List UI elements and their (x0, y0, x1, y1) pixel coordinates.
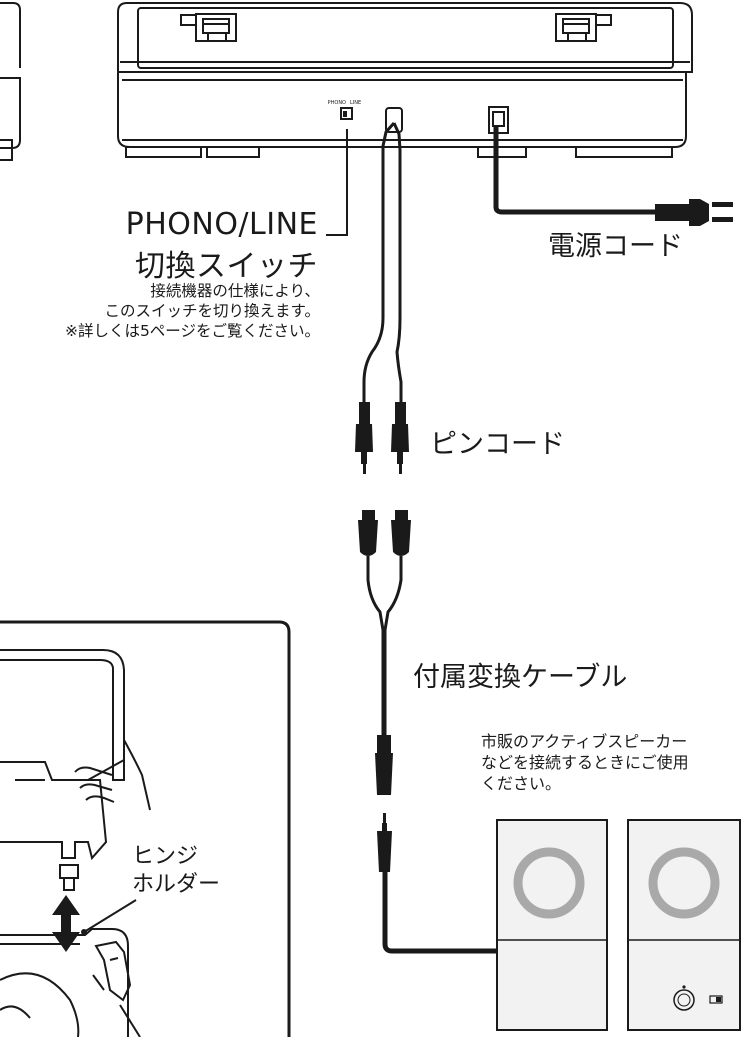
switch-tiny-label-left: PHONO (328, 100, 346, 106)
hinge-inset-box (0, 620, 291, 1037)
power-cord-label: 電源コード (548, 231, 683, 262)
hinge-arrow (52, 895, 80, 952)
hinge-right (555, 13, 612, 42)
switch-tiny-label-right: LINE (350, 100, 361, 106)
hinge-label-line1: ヒンジ (132, 844, 199, 869)
switch-title-line1: PHONO/LINE (125, 207, 318, 242)
hinge-leader-line (83, 899, 137, 933)
speaker-right (627, 819, 741, 1031)
switch-note-line2: このスイッチを切り換えます。 (104, 302, 320, 320)
adapter-cable (366, 556, 403, 735)
speaker-note-line3: ください。 (481, 774, 562, 793)
switch-slider (343, 111, 347, 117)
pin-cord-plugs (355, 402, 409, 474)
hinge-leader-dot (81, 929, 87, 935)
speaker-note-line1: 市販のアクティブスピーカー (481, 732, 688, 751)
mini-plug-cable (377, 813, 500, 954)
left-partial-box (0, 2, 21, 161)
speaker-note-line2: などを接続するときにご使用 (481, 753, 689, 772)
power-cord (493, 125, 733, 226)
switch-title-line2: 切換スイッチ (135, 249, 318, 284)
adapter-jacks (358, 510, 411, 556)
adapter-mini-jack (375, 735, 393, 795)
pin-cord-label: ピンコード (430, 429, 565, 460)
hinge-left (180, 13, 237, 42)
switch-note-line1: 接続機器の仕様により、 (150, 282, 320, 300)
speaker-left (496, 819, 608, 1031)
hinge-inset-illustration (0, 649, 151, 1038)
adapter-cable-label: 付属変換ケーブル (413, 662, 628, 693)
switch-leader-line (326, 129, 348, 236)
switch-note-line3: ※詳しくは5ページをご覧ください。 (64, 322, 320, 340)
pin-cord (362, 122, 403, 405)
turntable-rear (117, 2, 693, 158)
hinge-label-line2: ホルダー (132, 872, 221, 897)
